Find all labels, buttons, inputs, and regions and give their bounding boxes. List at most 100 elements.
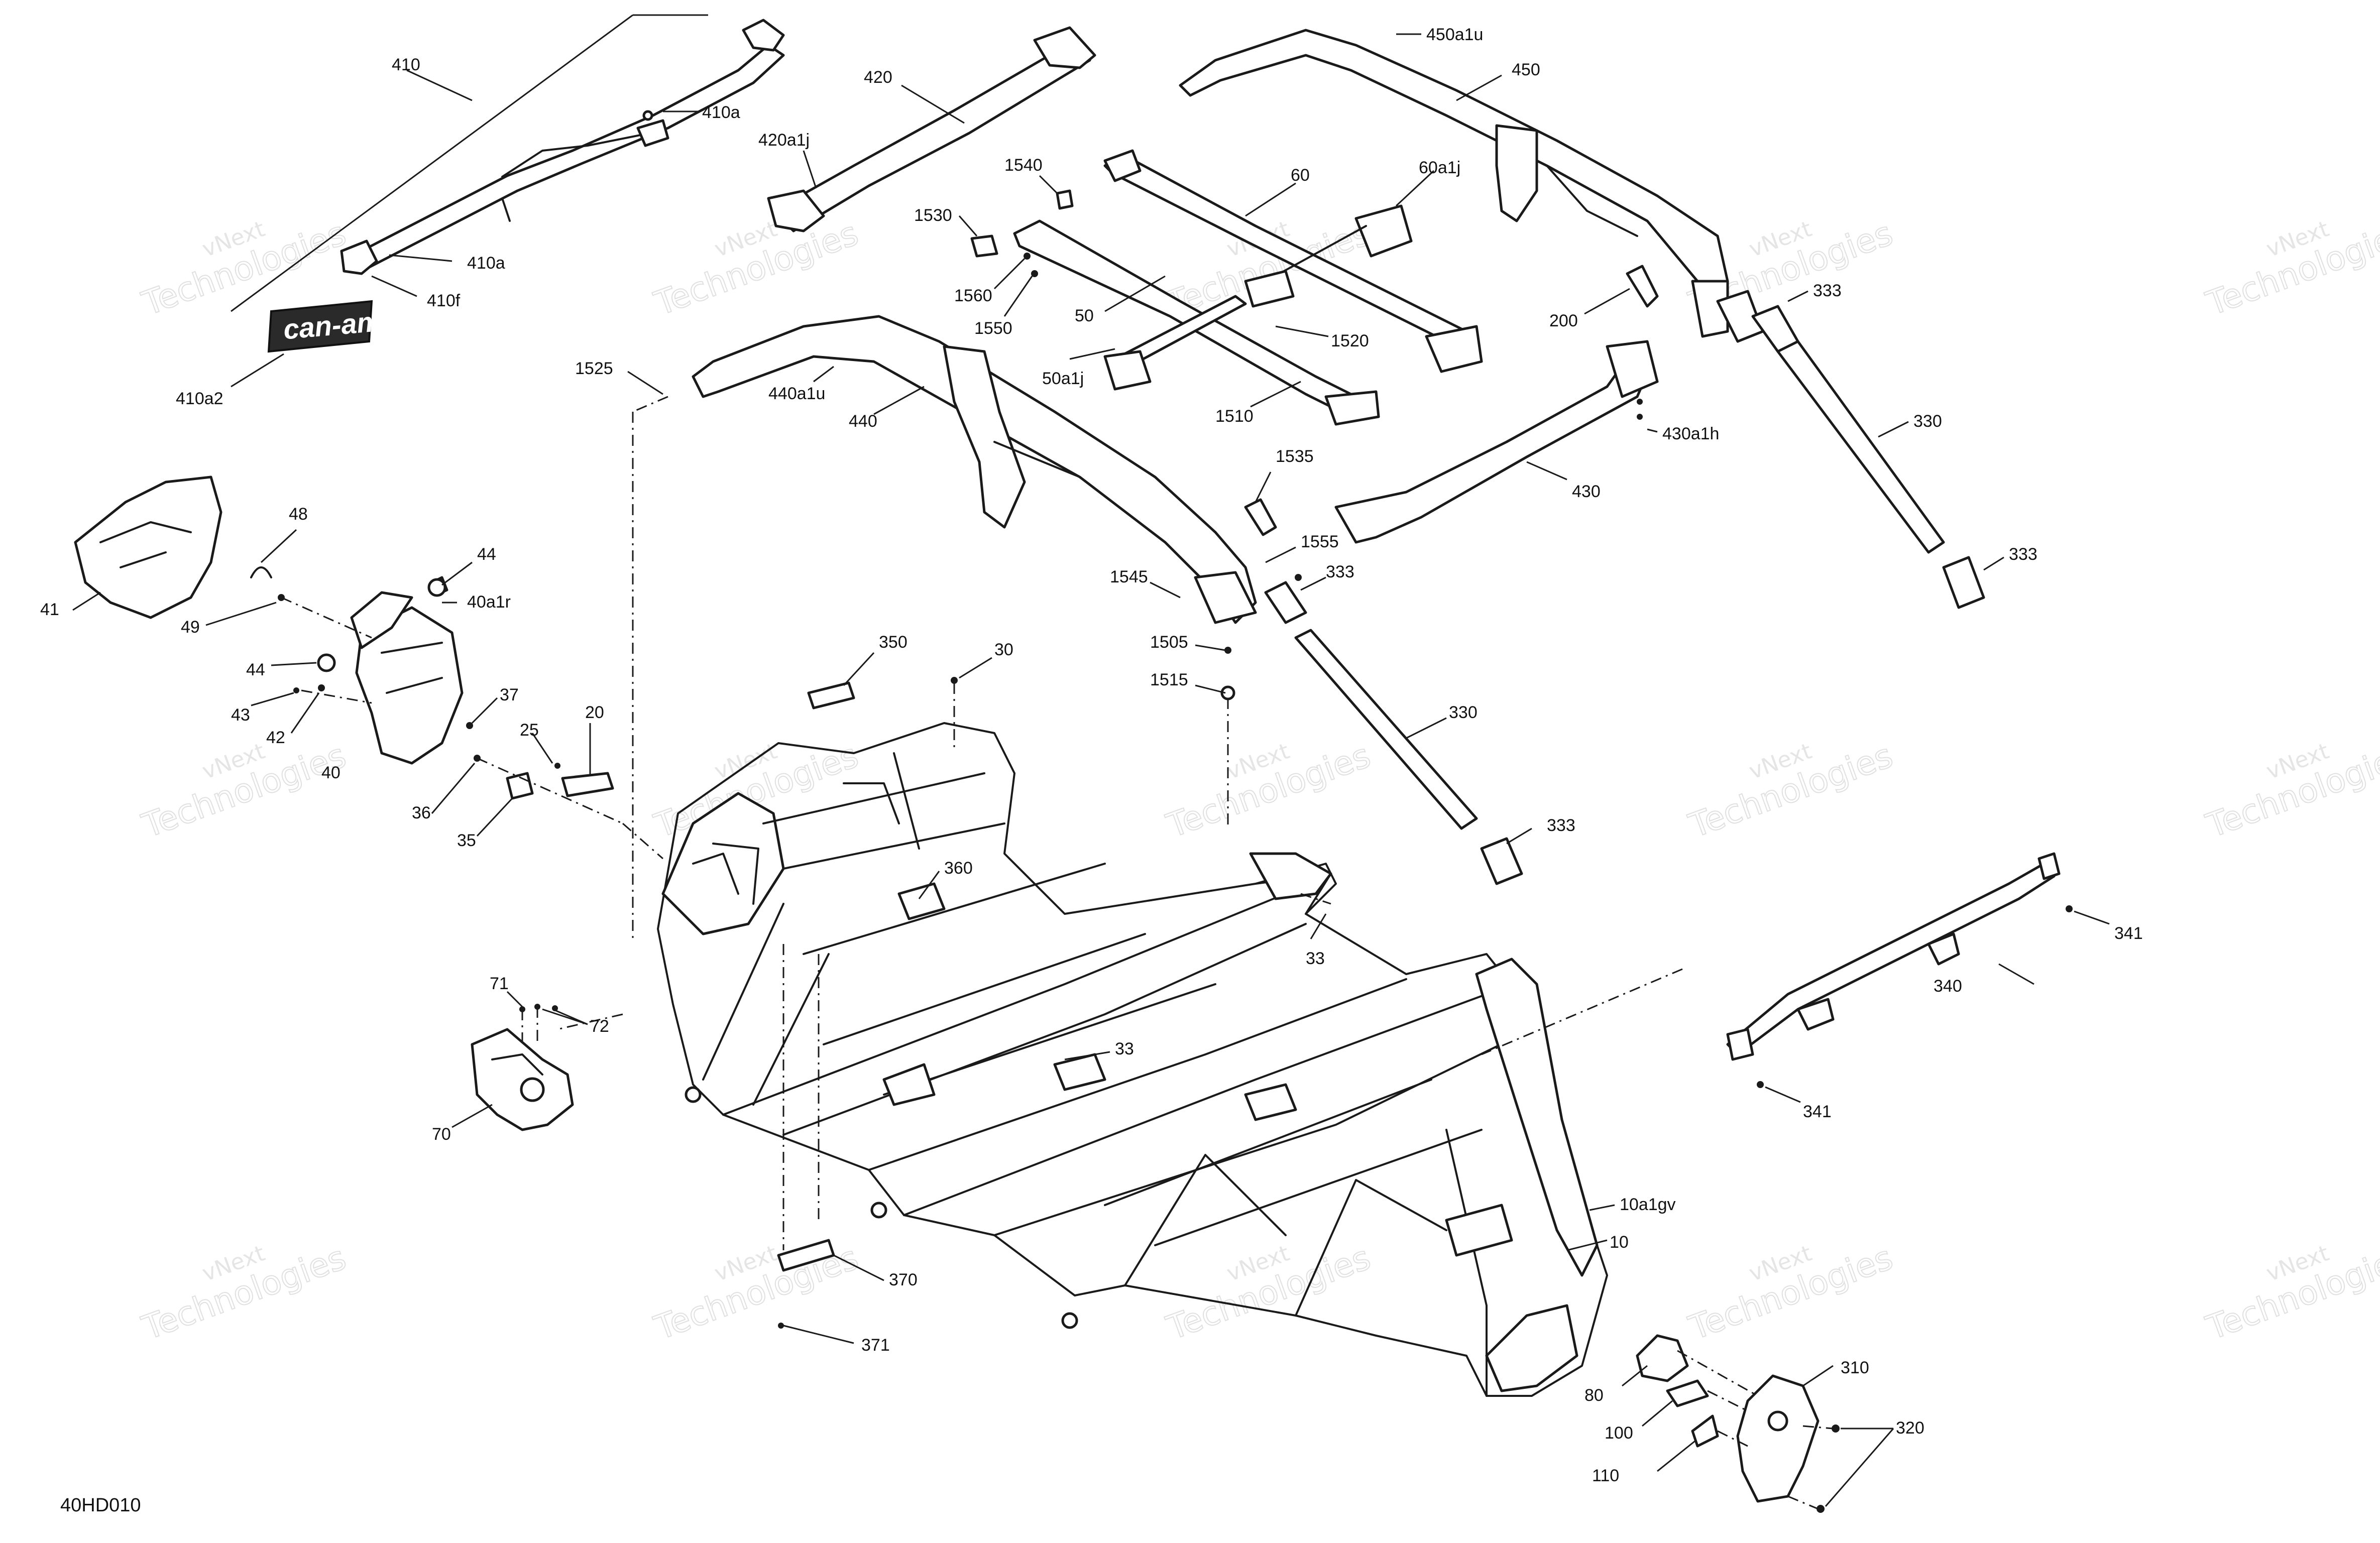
- callout-1555: 1555: [1301, 532, 1339, 551]
- callout-1560: 1560: [954, 286, 992, 305]
- callout-1540: 1540: [1004, 156, 1043, 175]
- callout-410f: 410f: [427, 291, 461, 310]
- callout-30: 30: [994, 640, 1013, 659]
- callout-40a1r: 40a1r: [467, 592, 511, 612]
- callout-341-b: 341: [1803, 1102, 1832, 1121]
- callout-10: 10: [1610, 1233, 1629, 1252]
- callout-200: 200: [1549, 311, 1578, 330]
- callout-420a1j: 420a1j: [758, 131, 810, 150]
- callout-80: 80: [1584, 1386, 1604, 1405]
- callout-60a1j: 60a1j: [1419, 158, 1460, 177]
- nut-320-bottom: [1817, 1505, 1825, 1513]
- callout-1550: 1550: [974, 319, 1012, 338]
- part-70-mount: [471, 1004, 574, 1131]
- callout-410: 410: [392, 55, 420, 74]
- callout-1520: 1520: [1331, 331, 1369, 350]
- part-410a2-can-am-logo: can-am: [267, 300, 383, 353]
- callout-410a-bottom: 410a: [467, 254, 505, 273]
- callout-330-a: 330: [1913, 412, 1942, 431]
- bushing-44-top: [427, 578, 446, 597]
- callout-1535: 1535: [1276, 447, 1314, 466]
- callout-48: 48: [289, 505, 308, 524]
- part-420-cross-bar: [767, 26, 1096, 232]
- bolt-25: [554, 763, 560, 769]
- strap-20: [561, 772, 614, 797]
- callout-20: 20: [585, 703, 604, 722]
- part-1535-plate: [1244, 498, 1277, 536]
- part-10-main-frame: [657, 722, 1608, 1397]
- callout-41: 41: [40, 600, 59, 619]
- callout-1545: 1545: [1110, 567, 1148, 586]
- callout-340: 340: [1934, 977, 1962, 996]
- part-340-rear-rail: [1726, 852, 2073, 1088]
- callout-60: 60: [1291, 166, 1310, 185]
- part-200-plate: [1626, 265, 1659, 308]
- callout-44-b: 44: [246, 660, 265, 679]
- callout-71: 71: [490, 974, 509, 993]
- callout-35: 35: [457, 831, 476, 850]
- bolt-1505: [1224, 647, 1231, 654]
- callout-1525: 1525: [575, 359, 613, 378]
- callout-110: 110: [1592, 1466, 1619, 1485]
- callout-333-a: 333: [1813, 281, 1842, 300]
- callout-40: 40: [321, 763, 341, 782]
- callout-1510: 1510: [1215, 407, 1254, 426]
- part-350-bracket: [807, 681, 855, 709]
- bolt-371: [778, 1323, 784, 1329]
- diagram-code: 40HD010: [60, 1495, 141, 1516]
- u-bolt-48: [250, 566, 272, 578]
- callout-440: 440: [849, 412, 877, 431]
- callout-330-b: 330: [1449, 703, 1478, 722]
- callout-44-a: 44: [477, 545, 496, 564]
- callout-10a1gv: 10a1gv: [1620, 1195, 1676, 1214]
- nut-341-bottom: [1757, 1081, 1764, 1088]
- callout-410a2: 410a2: [176, 389, 223, 408]
- part-450-rear-cage: [1179, 29, 1764, 343]
- callout-100: 100: [1605, 1423, 1633, 1443]
- callout-25: 25: [520, 721, 539, 740]
- callout-37: 37: [500, 685, 519, 704]
- part-410-side-rail: [340, 19, 785, 275]
- bolt-37: [466, 722, 473, 729]
- part-440-front-cage: [692, 315, 1257, 624]
- callout-72: 72: [590, 1017, 609, 1036]
- part-330-lower-strut: [1264, 581, 1523, 885]
- callout-450: 450: [1512, 60, 1540, 79]
- part-50-cross-bar: [1013, 219, 1380, 426]
- callout-333-c: 333: [1326, 562, 1354, 581]
- callout-350: 350: [879, 633, 908, 652]
- callout-42: 42: [266, 728, 285, 747]
- part-110: [1691, 1414, 1719, 1448]
- bolt-30: [951, 677, 958, 684]
- part-310-rear-mount-group: [1636, 1334, 1840, 1513]
- callout-333-b: 333: [2009, 545, 2037, 564]
- nut-341-top: [2066, 905, 2073, 912]
- callout-450a1u: 450a1u: [1426, 25, 1483, 44]
- small-parts-1530-1560: [970, 189, 1074, 277]
- callout-1530: 1530: [914, 206, 952, 225]
- callout-1505: 1505: [1150, 633, 1188, 652]
- callout-341-a: 341: [2114, 924, 2143, 943]
- part-40-bracket: [250, 566, 614, 800]
- callout-371: 371: [861, 1336, 890, 1355]
- callout-36: 36: [412, 803, 431, 822]
- callout-50: 50: [1075, 306, 1094, 325]
- callout-430a1h: 430a1h: [1662, 424, 1719, 443]
- callout-370: 370: [889, 1270, 918, 1289]
- callout-33-a: 33: [1306, 949, 1325, 968]
- callout-440a1u: 440a1u: [768, 384, 825, 403]
- part-430-cross-bar: [1334, 340, 1659, 544]
- callout-360: 360: [944, 859, 973, 878]
- part-60-cross-bar: [1103, 149, 1483, 373]
- nut-42: [318, 684, 325, 691]
- part-80: [1636, 1334, 1689, 1382]
- part-41-guard: [74, 476, 222, 619]
- bolt-1545: [1295, 574, 1302, 581]
- part-100: [1666, 1379, 1709, 1407]
- callout-1515: 1515: [1150, 670, 1188, 689]
- callout-420: 420: [864, 68, 892, 87]
- callout-430: 430: [1572, 482, 1601, 501]
- callout-49: 49: [181, 618, 200, 637]
- callout-43: 43: [231, 705, 250, 725]
